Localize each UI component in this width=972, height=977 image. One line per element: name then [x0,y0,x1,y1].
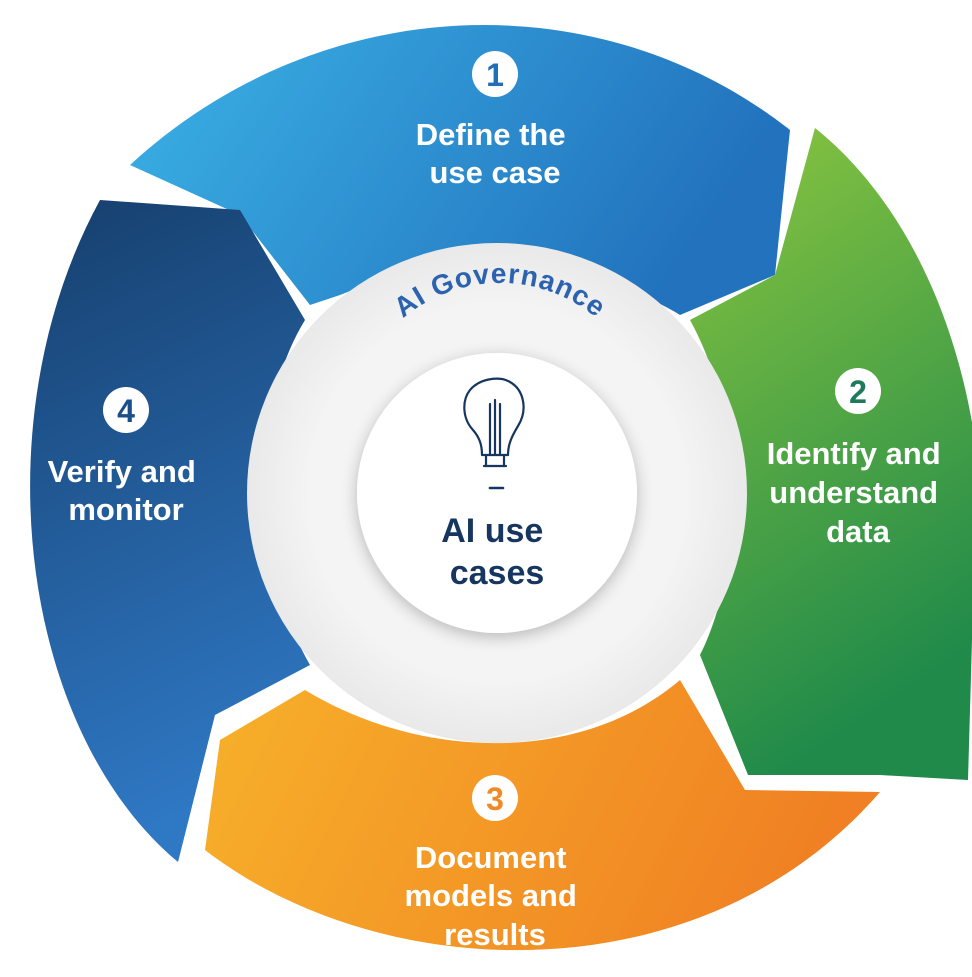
lightbulb-icon [463,377,525,490]
segment-2-identify-data [690,128,972,780]
center-title: AI use cases [441,512,553,592]
segment-3-document-models [205,680,880,951]
step-2: 2 Identify and understand data [767,368,950,549]
step-2-title: Identify and understand data [767,436,950,549]
step-1: 1 Define the use case [416,51,574,190]
step-1-number: 1 [486,57,504,93]
step-4-number-badge [103,387,149,433]
step-3-number: 3 [486,781,504,817]
step-4-title: Verify and monitor [48,454,205,527]
step-4-number: 4 [117,393,135,429]
step-3-number-badge [472,775,518,821]
step-1-number-badge [472,51,518,97]
step-4: 4 Verify and monitor [48,387,205,527]
center-disc [357,353,637,633]
step-2-number: 2 [849,374,867,410]
step-3-title: Document models and results [405,840,586,952]
segment-4-verify-monitor [30,200,311,862]
step-1-title: Define the use case [416,117,574,190]
step-2-number-badge [835,368,881,414]
segment-1-define-use-case [130,25,790,315]
step-3: 3 Document models and results [405,775,586,952]
